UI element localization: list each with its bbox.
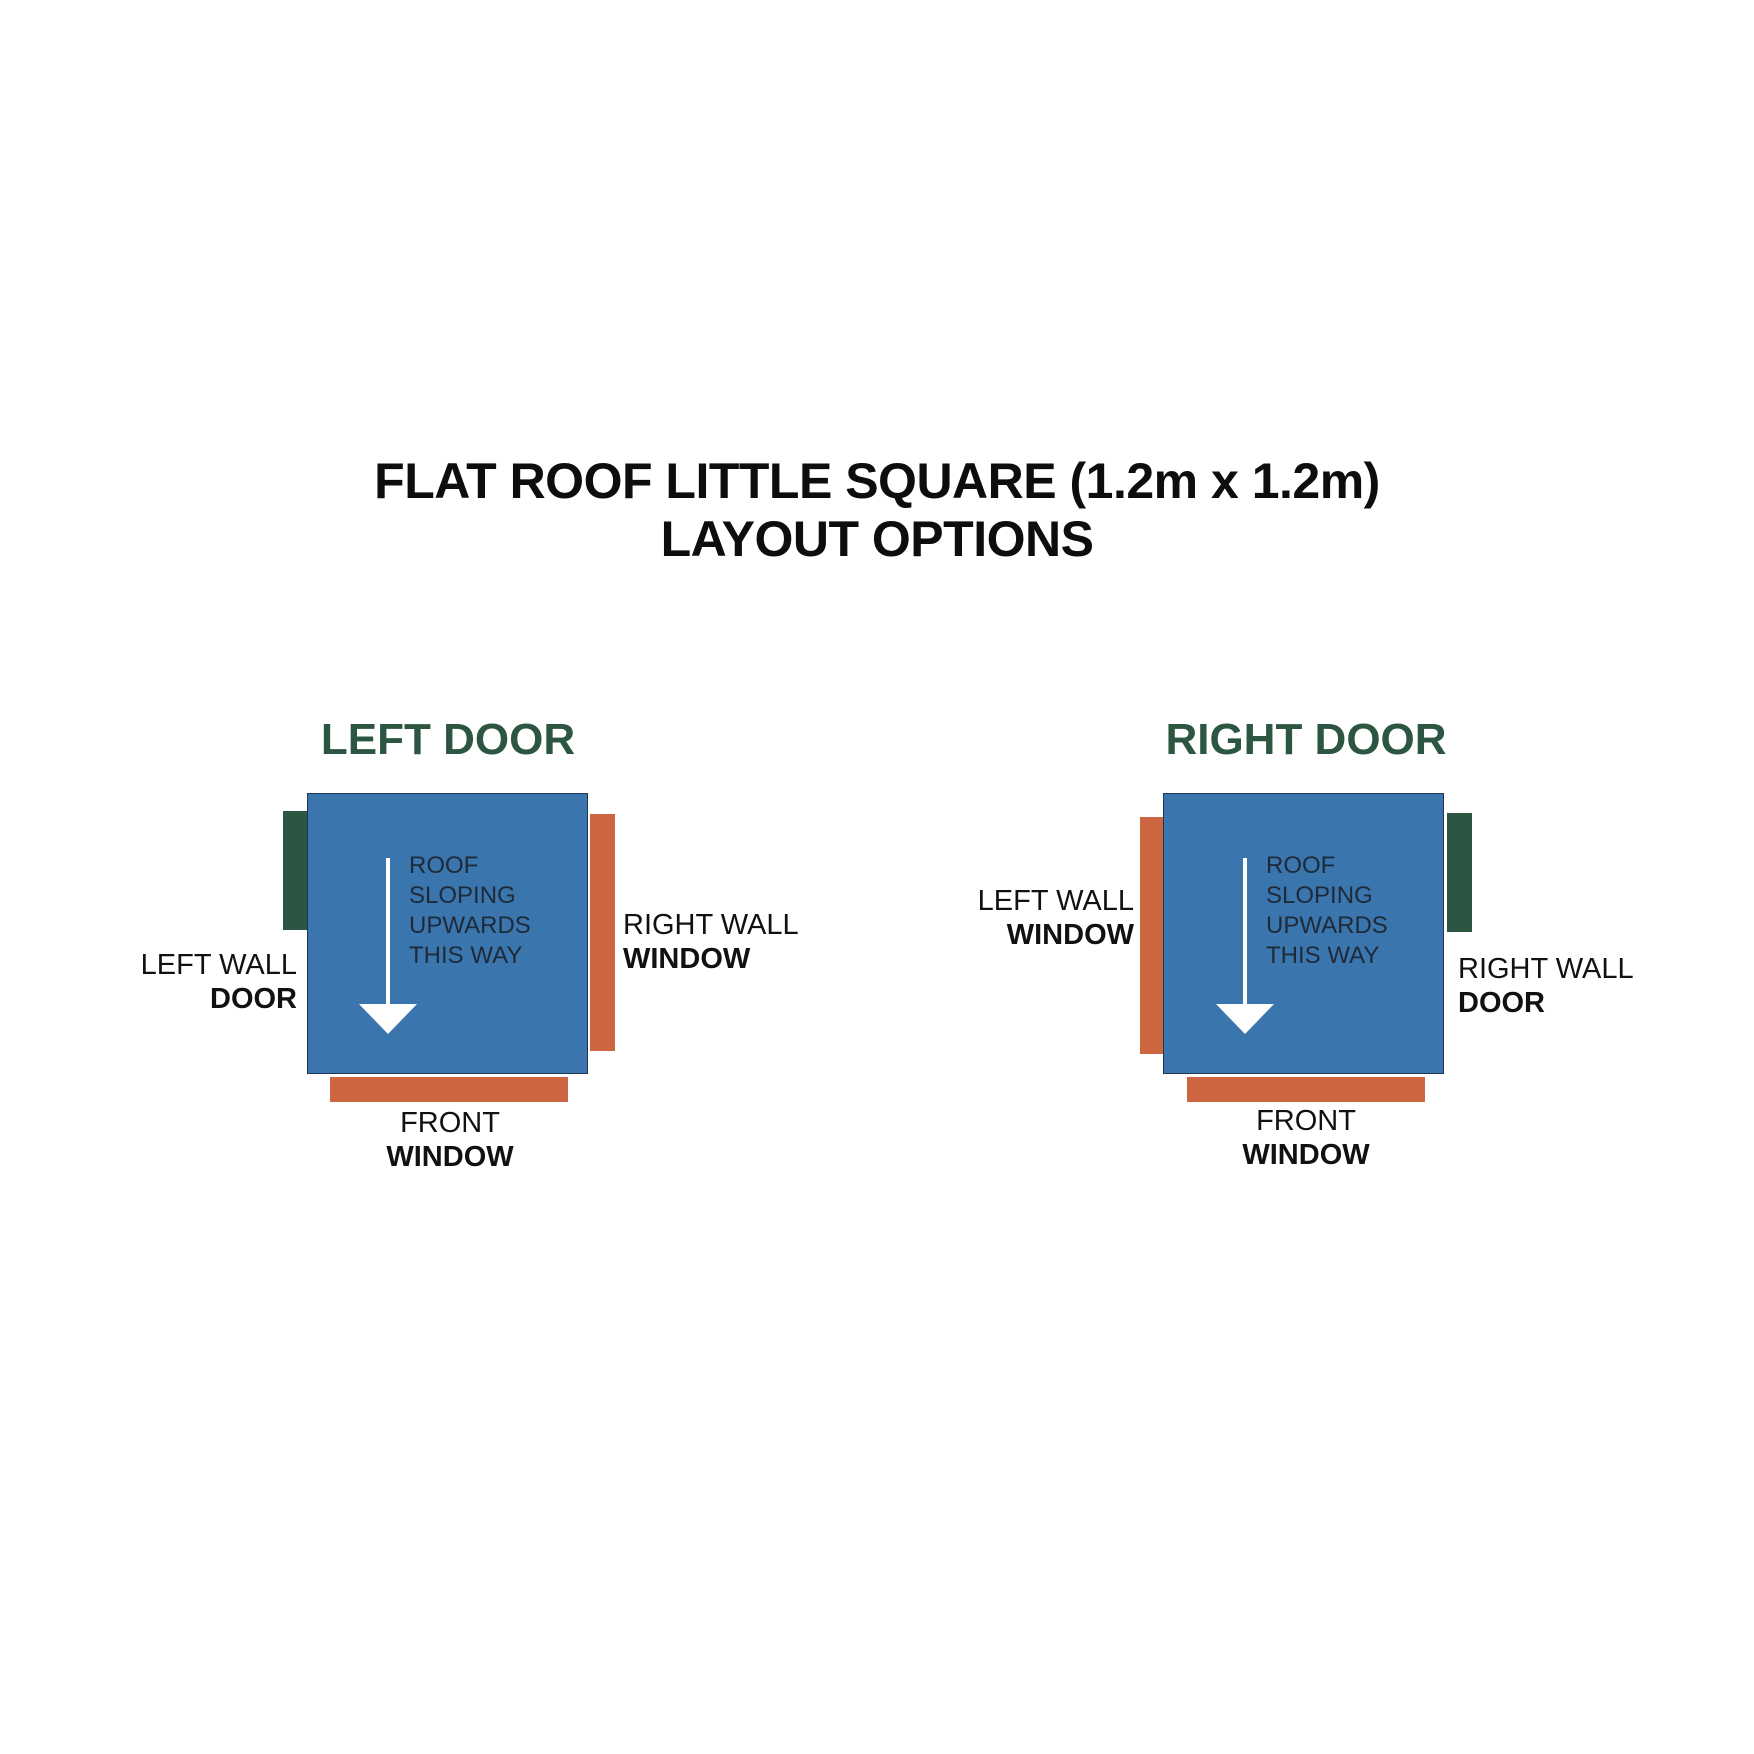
- right-wall-window-strip: [590, 814, 615, 1051]
- front-label: FRONT WINDOW: [1242, 1104, 1369, 1172]
- front-label-line2: WINDOW: [386, 1141, 514, 1173]
- front-label-line1: FRONT: [400, 1107, 500, 1139]
- right-wall-label: RIGHT WALL DOOR: [1458, 952, 1634, 1020]
- roof-text-line: UPWARDS: [1266, 912, 1388, 939]
- front-label-line2: WINDOW: [1242, 1139, 1370, 1171]
- right-wall-label: RIGHT WALL WINDOW: [623, 908, 799, 976]
- roof-slope-note: ROOF SLOPING UPWARDS THIS WAY: [409, 851, 531, 971]
- roof-square: ROOF SLOPING UPWARDS THIS WAY: [1163, 793, 1444, 1074]
- page-title: FLAT ROOF LITTLE SQUARE (1.2m x 1.2m) LA…: [0, 452, 1754, 568]
- left-wall-window-strip: [1140, 817, 1165, 1054]
- title-line-2: LAYOUT OPTIONS: [660, 511, 1094, 567]
- roof-text-line: ROOF: [409, 852, 479, 879]
- roof-slope-note: ROOF SLOPING UPWARDS THIS WAY: [1266, 851, 1388, 971]
- front-label: FRONT WINDOW: [386, 1106, 513, 1174]
- roof-text-line: SLOPING: [1266, 882, 1373, 909]
- right-wall-label-line1: RIGHT WALL: [623, 909, 799, 941]
- front-window-strip: [330, 1077, 568, 1102]
- roof-text-line: ROOF: [1266, 852, 1336, 879]
- layout-heading: LEFT DOOR: [320, 715, 576, 764]
- left-wall-label-line1: LEFT WALL: [977, 885, 1134, 917]
- slope-arrow-head: [1216, 1004, 1274, 1034]
- layout-heading: RIGHT DOOR: [1165, 715, 1447, 764]
- slope-arrow-head: [359, 1004, 417, 1034]
- roof-text-line: SLOPING: [409, 882, 516, 909]
- left-wall-label-line1: LEFT WALL: [140, 949, 297, 981]
- right-wall-label-line1: RIGHT WALL: [1458, 953, 1634, 985]
- front-label-line1: FRONT: [1256, 1105, 1356, 1137]
- roof-text-line: UPWARDS: [409, 912, 531, 939]
- roof-text-line: THIS WAY: [409, 942, 523, 969]
- roof-text-line: THIS WAY: [1266, 942, 1380, 969]
- slope-arrow-shaft: [1243, 858, 1247, 1006]
- slope-arrow-shaft: [386, 858, 390, 1006]
- right-wall-label-line2: DOOR: [1458, 987, 1545, 1019]
- left-wall-label: LEFT WALL WINDOW: [978, 884, 1134, 952]
- roof-square: ROOF SLOPING UPWARDS THIS WAY: [307, 793, 588, 1074]
- front-window-strip: [1187, 1077, 1425, 1102]
- right-wall-door-strip: [1447, 813, 1472, 932]
- left-wall-label: LEFT WALL DOOR: [141, 948, 297, 1016]
- left-wall-label-line2: DOOR: [210, 983, 297, 1015]
- right-wall-label-line2: WINDOW: [623, 943, 751, 975]
- left-wall-label-line2: WINDOW: [1006, 919, 1134, 951]
- title-line-1: FLAT ROOF LITTLE SQUARE (1.2m x 1.2m): [374, 453, 1380, 509]
- left-wall-door-strip: [283, 811, 308, 930]
